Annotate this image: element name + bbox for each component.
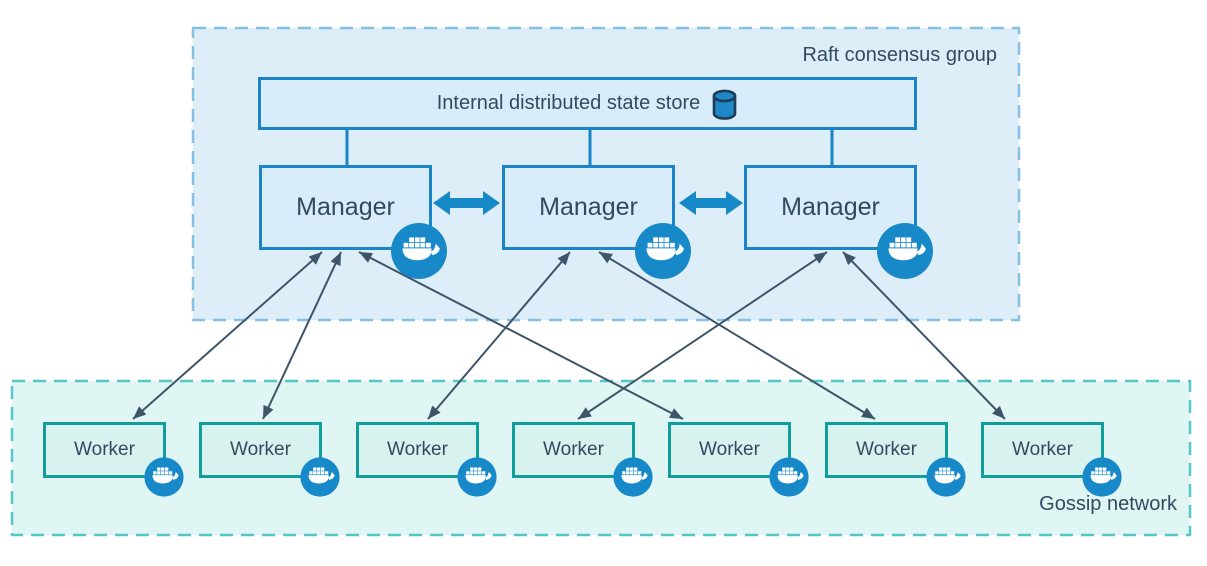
raft-group-label: Raft consensus group <box>802 44 997 66</box>
database-cylinder-icon <box>712 89 737 120</box>
manager-label: Manager <box>781 193 880 221</box>
worker-label: Worker <box>387 439 448 460</box>
worker-box-2: Worker <box>199 422 322 478</box>
worker-label: Worker <box>856 439 917 460</box>
manager-box-1: Manager <box>259 165 432 250</box>
gossip-network-label: Gossip network <box>1039 493 1177 515</box>
worker-label: Worker <box>230 439 291 460</box>
state-store-label: Internal distributed state store <box>436 92 701 114</box>
worker-label: Worker <box>699 439 760 460</box>
state-store-box: Internal distributed state store <box>258 77 917 130</box>
worker-box-5: Worker <box>668 422 791 478</box>
manager-label: Manager <box>539 193 638 221</box>
worker-label: Worker <box>543 439 604 460</box>
worker-box-1: Worker <box>43 422 166 478</box>
worker-label: Worker <box>1012 439 1073 460</box>
manager-box-3: Manager <box>744 165 917 250</box>
worker-box-6: Worker <box>825 422 948 478</box>
manager-box-2: Manager <box>502 165 675 250</box>
worker-box-3: Worker <box>356 422 479 478</box>
worker-label: Worker <box>74 439 135 460</box>
worker-box-7: Worker <box>981 422 1104 478</box>
manager-label: Manager <box>296 193 395 221</box>
worker-box-4: Worker <box>512 422 635 478</box>
